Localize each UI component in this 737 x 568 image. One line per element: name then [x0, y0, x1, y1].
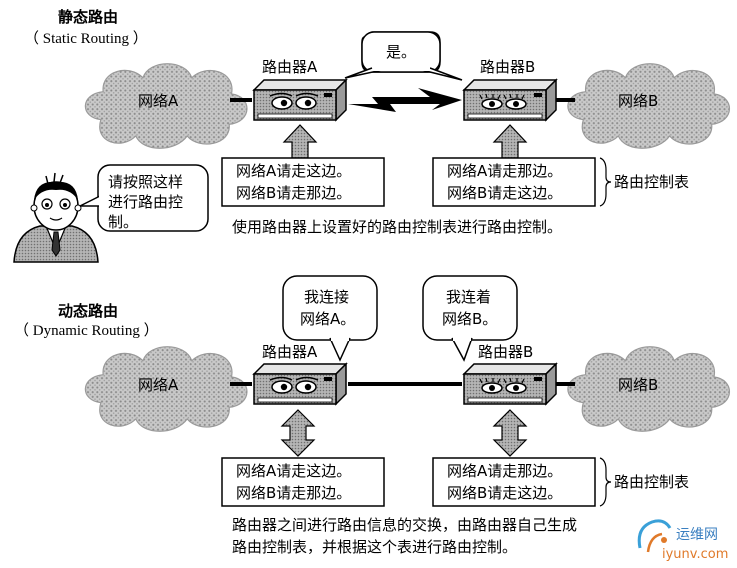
routing-table-b-dynamic — [432, 457, 596, 507]
arrow-up-static-a — [282, 124, 318, 159]
person-bubble-line-2: 进行路由控 — [108, 193, 184, 211]
static-router-b-label: 路由器B — [480, 58, 536, 76]
static-table-label: 路由控制表 — [614, 173, 690, 191]
static-caption: 使用路由器上设置好的路由控制表进行路由控制。 — [232, 218, 563, 236]
person-bubble-line-3: 制。 — [108, 213, 139, 231]
dynamic-router-b-label: 路由器B — [478, 343, 534, 361]
dynamic-bubble-b-line-1: 我连着 — [446, 288, 492, 306]
static-title: 静态路由 — [58, 8, 119, 26]
link-zigzag-static — [348, 88, 462, 112]
dynamic-subtitle: （ Dynamic Routing ） — [14, 323, 159, 339]
static-table-a-row-2: 网络B请走那边。 — [236, 184, 352, 202]
router-a-bubble — [282, 275, 378, 341]
dynamic-section — [84, 275, 731, 507]
arrow-updown-dynamic-b — [492, 409, 528, 457]
watermark-text-url: iyunv.com — [662, 547, 729, 562]
dynamic-bubble-a-line-1: 我连接 — [304, 288, 350, 306]
administrator-person-icon — [13, 172, 99, 263]
static-network-b-label: 网络B — [618, 92, 659, 110]
arrow-updown-dynamic-a — [280, 409, 316, 457]
dynamic-bubble-a-line-2: 网络A。 — [300, 310, 356, 328]
routing-table-b-static — [432, 157, 596, 207]
dynamic-router-a-label: 路由器A — [262, 343, 318, 361]
dynamic-network-a-label: 网络A — [138, 376, 179, 394]
routing-table-a-static — [221, 157, 385, 207]
dynamic-title: 动态路由 — [58, 302, 119, 320]
router-b-bubble — [361, 31, 441, 73]
static-table-b-row-1: 网络A请走那边。 — [447, 162, 563, 180]
watermark-text-cn: 运维网 — [676, 527, 718, 543]
static-router-a-label: 路由器A — [262, 58, 318, 76]
static-subtitle: （ Static Routing ） — [24, 31, 148, 47]
dynamic-table-a-row-1: 网络A请走这边。 — [236, 462, 352, 480]
router-b-bubble — [422, 275, 518, 341]
dynamic-network-b-label: 网络B — [618, 376, 659, 394]
static-table-b-row-2: 网络B请走这边。 — [447, 184, 563, 202]
static-network-a-label: 网络A — [138, 92, 179, 110]
static-bubble-text: 是。 — [386, 43, 417, 61]
dynamic-table-a-row-2: 网络B请走那边。 — [236, 484, 352, 502]
static-section — [13, 31, 731, 263]
arrow-up-static-b — [492, 124, 528, 159]
dynamic-bubble-b-line-2: 网络B。 — [442, 310, 498, 328]
dynamic-table-label: 路由控制表 — [614, 473, 690, 491]
dynamic-table-b-row-2: 网络B请走这边。 — [447, 484, 563, 502]
person-bubble-line-1: 请按照这样 — [108, 173, 184, 191]
static-table-a-row-1: 网络A请走这边。 — [236, 162, 352, 180]
dynamic-caption-line-2: 路由控制表，并根据这个表进行路由控制。 — [232, 538, 518, 556]
routing-table-a-dynamic — [221, 457, 385, 507]
watermark-logo — [637, 519, 672, 553]
dynamic-table-b-row-1: 网络A请走那边。 — [447, 462, 563, 480]
dynamic-caption-line-1: 路由器之间进行路由信息的交换，由路由器自己生成 — [232, 516, 578, 534]
